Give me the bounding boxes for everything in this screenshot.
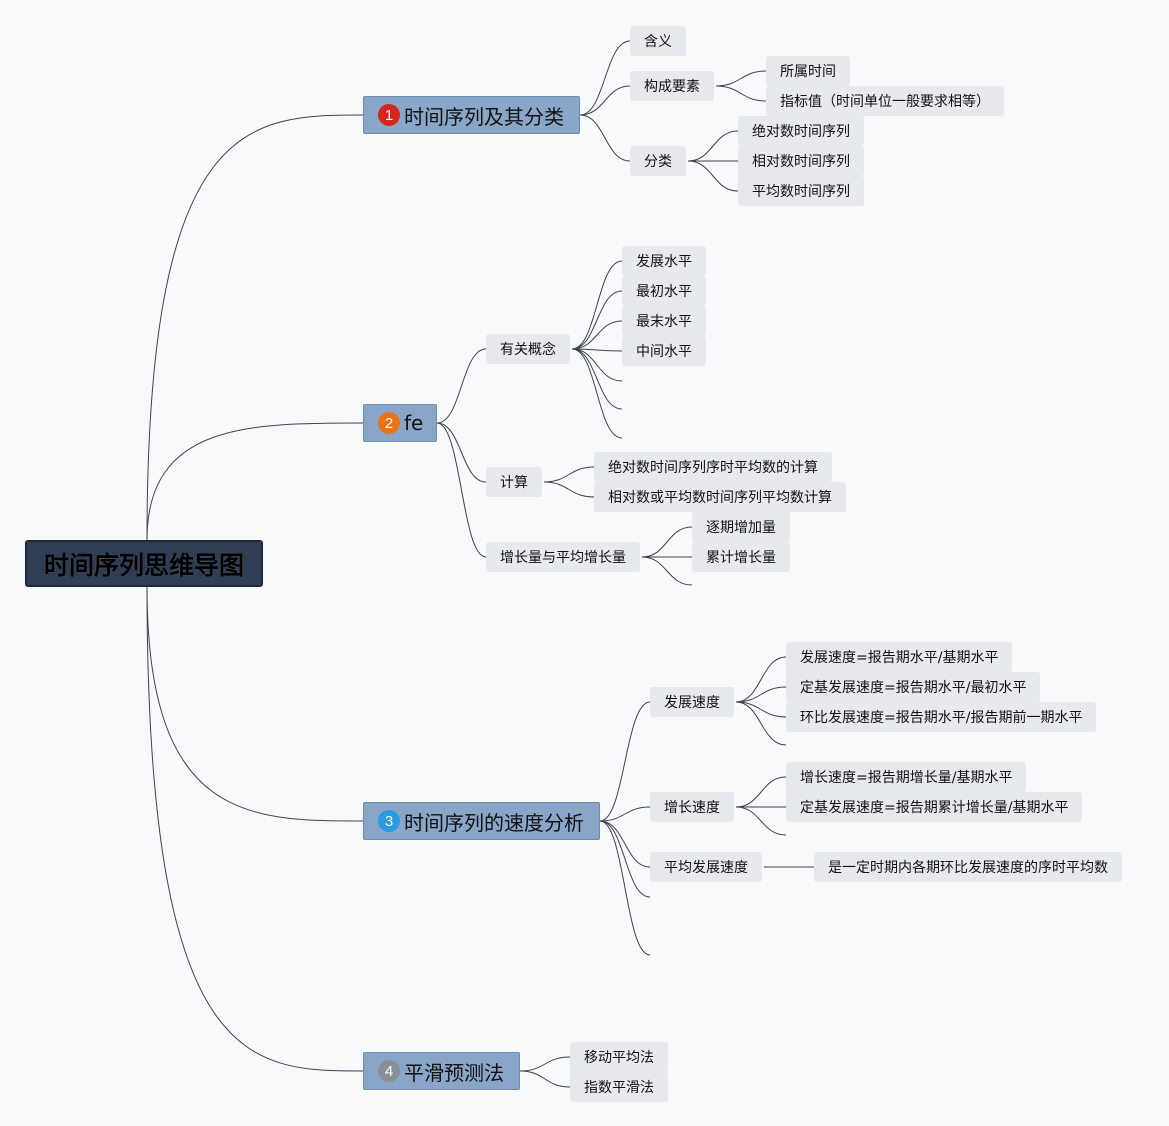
root-connector-line xyxy=(146,114,364,541)
subtopic-average-speed[interactable]: 平均发展速度 xyxy=(650,852,762,882)
subtopic-growth[interactable]: 增长量与平均增长量 xyxy=(486,542,640,572)
connector-line xyxy=(543,481,595,498)
leaf-moving-average[interactable]: 移动平均法 xyxy=(570,1042,668,1072)
connector-line xyxy=(599,701,651,822)
leaf-exponential-smoothing[interactable]: 指数平滑法 xyxy=(570,1072,668,1102)
connector-line xyxy=(641,526,693,558)
connector-line xyxy=(599,806,651,822)
connector-line xyxy=(571,348,623,352)
subtopic-development-speed[interactable]: 发展速度 xyxy=(650,687,734,717)
leaf-cumulative-speed-formula[interactable]: 定基发展速度=报告期累计增长量/基期水平 xyxy=(786,792,1083,822)
connector-line xyxy=(436,422,487,558)
connector-line xyxy=(571,348,623,439)
leaf-development-level[interactable]: 发展水平 xyxy=(622,246,706,276)
leaf-component-time[interactable]: 所属时间 xyxy=(766,56,850,86)
leaf-chain-formula[interactable]: 环比发展速度=报告期水平/报告期前一期水平 xyxy=(786,702,1097,732)
number-4-badge-icon: 4 xyxy=(378,1060,400,1082)
connector-line xyxy=(687,130,739,162)
connector-line xyxy=(579,114,631,162)
topic-1-label: 时间序列及其分类 xyxy=(404,104,564,129)
subtopic-classification[interactable]: 分类 xyxy=(630,146,686,176)
connector-line xyxy=(599,820,651,868)
number-3-badge-icon: 3 xyxy=(378,810,400,832)
topic-4-label: 平滑预测法 xyxy=(404,1060,504,1085)
number-1-badge-icon: 1 xyxy=(378,104,400,126)
connector-line xyxy=(571,348,623,410)
connector-line xyxy=(735,701,787,746)
leaf-relative-series[interactable]: 相对数时间序列 xyxy=(738,146,864,176)
connector-line xyxy=(715,85,767,102)
leaf-fixed-base-formula[interactable]: 定基发展速度=报告期水平/最初水平 xyxy=(786,672,1041,702)
connector-line xyxy=(571,290,623,350)
leaf-cumulative-growth[interactable]: 累计增长量 xyxy=(692,542,790,572)
root-connector-line xyxy=(146,422,364,541)
subtopic-calculation[interactable]: 计算 xyxy=(486,467,542,497)
topic-2[interactable]: 2 fe xyxy=(363,404,437,442)
leaf-relative-calc[interactable]: 相对数或平均数时间序列平均数计算 xyxy=(594,482,846,512)
connector-line xyxy=(735,656,787,703)
leaf-dev-speed-formula[interactable]: 发展速度=报告期水平/基期水平 xyxy=(786,642,1013,672)
connector-line xyxy=(599,820,651,898)
connector-line xyxy=(599,820,651,956)
subtopic-meaning[interactable]: 含义 xyxy=(630,26,686,56)
leaf-absolute-calc[interactable]: 绝对数时间序列序时平均数的计算 xyxy=(594,452,832,482)
connector-line xyxy=(735,701,787,718)
connector-line xyxy=(571,260,623,350)
connector-line xyxy=(579,85,631,116)
connector-line xyxy=(641,556,693,586)
leaf-middle-level[interactable]: 中间水平 xyxy=(622,336,706,366)
connector-line xyxy=(571,348,623,382)
topic-3-label: 时间序列的速度分析 xyxy=(404,810,584,835)
connector-line xyxy=(436,422,487,483)
topic-1[interactable]: 1 时间序列及其分类 xyxy=(363,96,580,134)
topic-3[interactable]: 3 时间序列的速度分析 xyxy=(363,802,600,840)
connector-line xyxy=(579,40,631,116)
connector-line xyxy=(735,776,787,808)
leaf-growth-speed-formula[interactable]: 增长速度=报告期增长量/基期水平 xyxy=(786,762,1027,792)
connector-line xyxy=(436,348,487,424)
subtopic-growth-speed[interactable]: 增长速度 xyxy=(650,792,734,822)
connector-line xyxy=(543,466,595,483)
root-connector-line xyxy=(146,586,364,1072)
leaf-average-series[interactable]: 平均数时间序列 xyxy=(738,176,864,206)
connector-line xyxy=(735,686,787,703)
leaf-initial-level[interactable]: 最初水平 xyxy=(622,276,706,306)
root-topic[interactable]: 时间序列思维导图 xyxy=(25,540,263,587)
number-2-badge-icon: 2 xyxy=(378,412,400,434)
connector-line xyxy=(715,70,767,87)
leaf-periodic-increase[interactable]: 逐期增加量 xyxy=(692,512,790,542)
connector-line xyxy=(519,1070,571,1088)
connector-line xyxy=(519,1056,571,1072)
leaf-final-level[interactable]: 最末水平 xyxy=(622,306,706,336)
connector-line xyxy=(571,320,623,350)
connector-line xyxy=(687,160,739,192)
topic-4[interactable]: 4 平滑预测法 xyxy=(363,1052,520,1090)
subtopic-components[interactable]: 构成要素 xyxy=(630,71,714,101)
connector-line xyxy=(735,806,787,836)
leaf-average-speed-definition[interactable]: 是一定时期内各期环比发展速度的序时平均数 xyxy=(814,852,1122,882)
leaf-absolute-series[interactable]: 绝对数时间序列 xyxy=(738,116,864,146)
leaf-component-value[interactable]: 指标值（时间单位一般要求相等） xyxy=(766,86,1004,116)
root-connector-line xyxy=(146,586,364,822)
topic-2-label: fe xyxy=(404,411,424,435)
subtopic-concepts[interactable]: 有关概念 xyxy=(486,334,570,364)
